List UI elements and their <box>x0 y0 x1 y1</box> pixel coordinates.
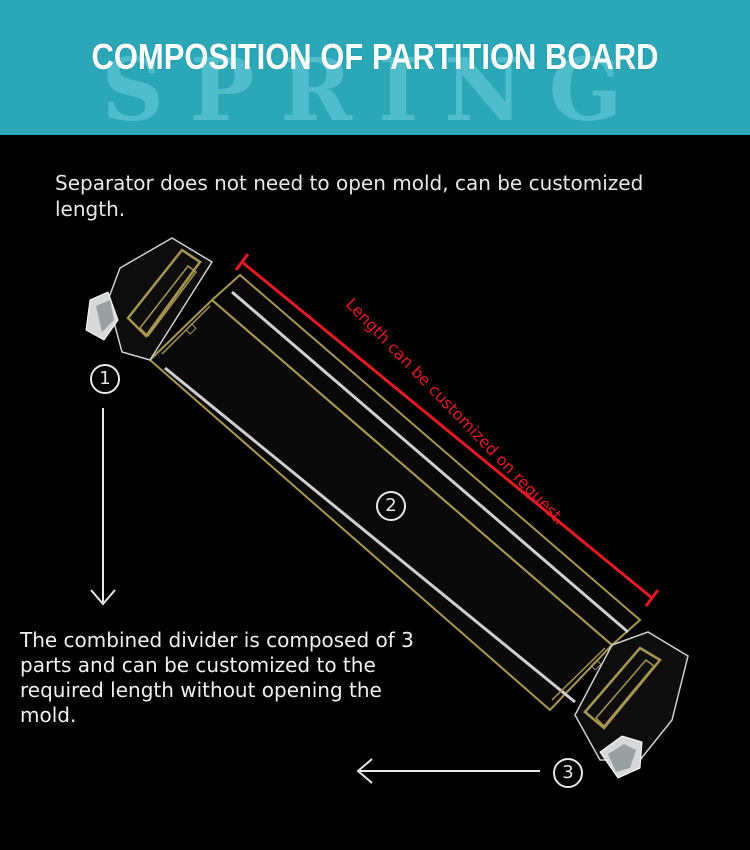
part-1-marker: 1 <box>90 364 120 394</box>
page-title: COMPOSITION OF PARTITION BOARD <box>91 36 659 77</box>
description-text: The combined divider is composed of 3 pa… <box>20 628 414 727</box>
banner-watermark: SPRING <box>101 40 649 135</box>
down-arrow-icon <box>90 408 116 606</box>
board-rod-lower <box>164 366 576 704</box>
length-dimension-line <box>234 253 660 607</box>
part-2-marker: 2 <box>376 491 406 521</box>
left-end-connector-part <box>85 237 214 361</box>
intro-text: Separator does not need to open mold, ca… <box>55 171 644 221</box>
part-3-marker: 3 <box>553 758 583 788</box>
right-end-connector-part <box>574 631 689 779</box>
header-banner: SPRING COMPOSITION OF PARTITION BOARD <box>0 0 750 135</box>
board-rod-upper <box>231 290 629 634</box>
left-arrow-icon <box>356 758 540 784</box>
